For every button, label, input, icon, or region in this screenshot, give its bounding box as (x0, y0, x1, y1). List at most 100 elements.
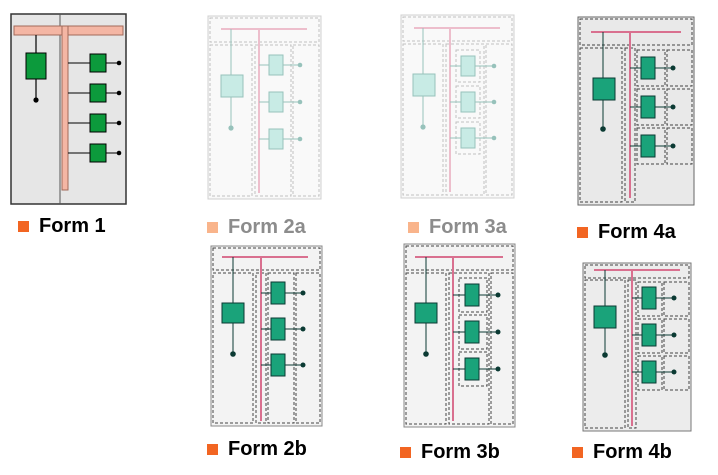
form4b-diagram (582, 262, 692, 432)
unit-compartment (267, 272, 295, 424)
incomer-device (593, 305, 617, 329)
form2b-label-text: Form 2b (228, 438, 307, 460)
form4a-diagram (577, 16, 695, 206)
form2a-label-text: Form 2a (228, 216, 306, 238)
form3b-label-text: Form 3b (421, 441, 500, 463)
incomer-device (412, 73, 436, 97)
cable-compartment (663, 281, 690, 317)
busbar-compartment (402, 16, 513, 42)
form1-diagram (10, 13, 127, 205)
incomer-device (25, 52, 47, 80)
outgoing-circuit (261, 317, 306, 341)
outgoing-circuit (450, 91, 497, 113)
incomer-terminal (420, 124, 426, 130)
incomer-terminal (423, 351, 429, 357)
form1-cabinet (10, 13, 127, 205)
bullet-square-icon (400, 447, 411, 458)
form4b-label-text: Form 4b (593, 441, 672, 463)
form4a-label-text: Form 4a (598, 221, 676, 243)
outgoing-circuit (632, 360, 677, 384)
outgoing-circuit (68, 143, 122, 163)
form2a-label: Form 2a (207, 216, 306, 239)
incomer-terminal (602, 352, 608, 358)
busbar-compartment (448, 272, 490, 425)
unit-compartment (254, 44, 292, 197)
unit-compartment (455, 49, 481, 83)
bullet-square-icon (207, 222, 218, 233)
cable-compartment (663, 318, 690, 354)
outgoing-circuit (68, 83, 122, 103)
form2b-cabinet (210, 245, 323, 427)
busbar-compartment (579, 18, 693, 46)
form3a-label: Form 3a (408, 216, 507, 239)
cable-compartment (490, 272, 514, 425)
outgoing-circuit (632, 323, 677, 347)
unit-compartment (637, 318, 663, 354)
unit-compartment (455, 85, 481, 119)
incomer-device (220, 74, 244, 98)
form3a-cabinet (400, 14, 515, 199)
outgoing-circuit (453, 283, 501, 307)
incomer-device (592, 77, 616, 101)
cable-compartment (666, 127, 693, 165)
form3a-label-text: Form 3a (429, 216, 507, 238)
busbar-compartment (584, 264, 690, 279)
outgoing-circuit (259, 91, 303, 113)
bullet-square-icon (572, 447, 583, 458)
busbar-compartment (209, 17, 320, 43)
unit-compartment (579, 47, 623, 203)
form2a-cabinet (207, 15, 322, 200)
incomer-terminal (33, 97, 39, 103)
unit-compartment (455, 121, 481, 155)
cable-compartment (666, 88, 693, 126)
incomer-terminal (230, 351, 236, 357)
cabinet-frame (403, 243, 516, 428)
cable-compartment (292, 44, 320, 197)
cable-compartment (666, 49, 693, 87)
cabinet-frame (577, 16, 695, 206)
form3a-diagram (400, 14, 515, 199)
outgoing-circuit (259, 54, 303, 76)
incomer-device (414, 302, 438, 324)
cable-compartment (663, 355, 690, 391)
unit-compartment (637, 355, 663, 391)
busbar-compartment (445, 43, 485, 196)
unit-compartment (637, 281, 663, 317)
cable-compartment (295, 272, 321, 424)
incomer-terminal (228, 125, 234, 131)
cable-compartment (485, 43, 513, 196)
vertical-busbar (61, 25, 69, 191)
cabinet-frame (207, 15, 322, 200)
form1-label-text: Form 1 (39, 215, 106, 237)
outgoing-circuit (630, 56, 676, 80)
form3b-label: Form 3b (400, 441, 500, 464)
unit-compartment (209, 44, 253, 197)
outgoing-circuit (450, 127, 497, 149)
outgoing-circuit (453, 320, 501, 344)
outgoing-circuit (630, 95, 676, 119)
outgoing-circuit (261, 353, 306, 377)
outgoing-circuit (450, 55, 497, 77)
form4b-label: Form 4b (572, 441, 672, 464)
unit-compartment (402, 43, 444, 196)
form3b-cabinet (403, 243, 516, 428)
bullet-square-icon (18, 221, 29, 232)
outgoing-circuit (68, 113, 122, 133)
form4a-cabinet (577, 16, 695, 206)
form4a-label: Form 4a (577, 221, 676, 244)
form2a-diagram (207, 15, 322, 200)
form4b-cabinet (582, 262, 692, 432)
busbar-compartment (212, 247, 321, 271)
form3b-diagram (403, 243, 516, 428)
outgoing-circuit (68, 53, 122, 73)
incomer-device (221, 302, 245, 324)
bullet-square-icon (577, 227, 588, 238)
outgoing-circuit (630, 134, 676, 158)
outgoing-circuit (259, 128, 303, 150)
cabinet-frame (400, 14, 515, 199)
incomer-terminal (600, 126, 606, 132)
bullet-square-icon (408, 222, 419, 233)
outgoing-circuit (261, 281, 306, 305)
form2b-diagram (210, 245, 323, 427)
bullet-square-icon (207, 444, 218, 455)
